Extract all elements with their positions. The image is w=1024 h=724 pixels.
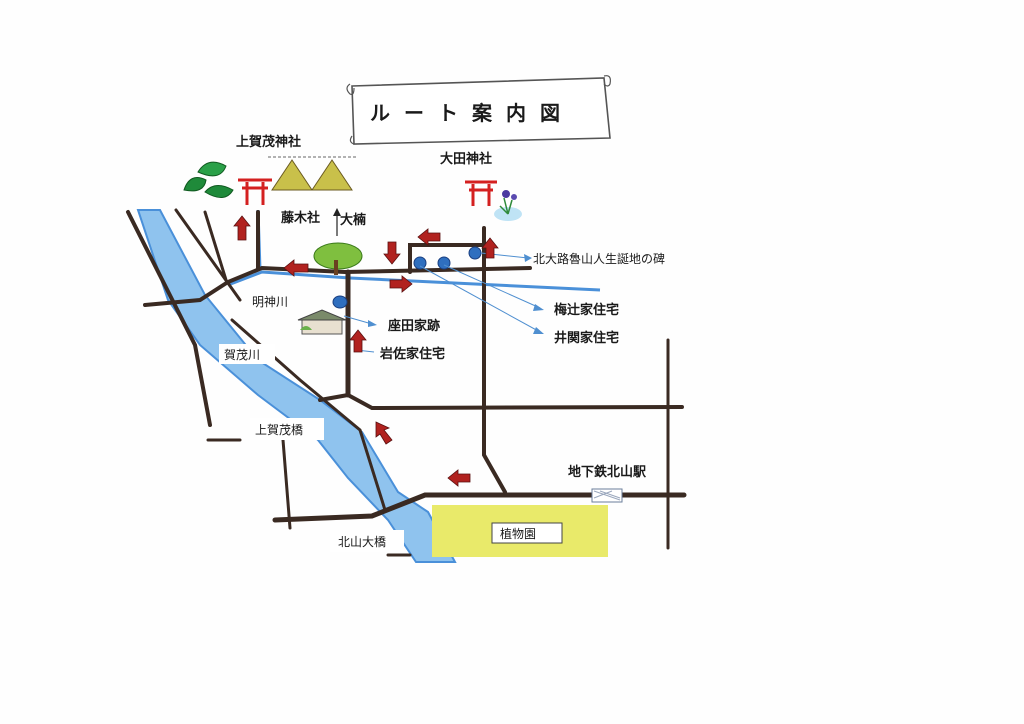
direction-arrow-icon <box>481 237 499 259</box>
kamigamo-shrine: 上賀茂神社 <box>183 134 356 205</box>
rosanjin-monument-label: 北大路魯山人生誕地の碑 <box>533 251 665 266</box>
iris-icon <box>494 190 522 221</box>
umetsuji-house-label: 梅辻家住宅 <box>554 302 619 318</box>
title-banner: ルート案内図 <box>346 75 611 145</box>
ota-shrine-label: 大田神社 <box>440 151 492 167</box>
fujinoki-shrine-label: 藤木社 <box>281 210 320 226</box>
fujinoki-shrine: 藤木社 大楠 <box>281 208 366 275</box>
zata-ruins-label: 座田家跡 <box>387 318 440 334</box>
map-labels: 明神川 賀茂川 上賀茂橋 北山大橋 北大路魯山人生誕地の碑 梅辻家住宅 井関家住… <box>219 251 665 552</box>
direction-arrow-icon <box>389 275 413 293</box>
torii-icon <box>465 180 497 206</box>
kamigamo-bridge-label: 上賀茂橋 <box>255 423 303 437</box>
house-icon <box>297 309 347 335</box>
location-markers <box>332 246 482 309</box>
botanical-garden: 植物園 <box>432 505 608 557</box>
tatesuna-cone-icon <box>268 156 356 191</box>
kitayama-station-label: 地下鉄北山駅 <box>568 464 647 480</box>
aoi-leaf-icon <box>183 161 234 198</box>
direction-arrow-icon <box>383 241 401 265</box>
leader-arrowheads <box>368 254 544 334</box>
location-marker-icon <box>332 295 348 309</box>
botanical-garden-label: 植物園 <box>500 526 536 541</box>
leader-lines <box>343 252 541 353</box>
torii-icon <box>238 178 272 205</box>
direction-arrow-icon <box>349 329 367 353</box>
page-title: ルート案内図 <box>370 101 574 125</box>
kamigamo-shrine-label: 上賀茂神社 <box>236 134 301 150</box>
direction-arrow-icon <box>375 421 393 445</box>
kamo-river-label: 賀茂川 <box>224 348 260 362</box>
kitayama-bridge-label: 北山大橋 <box>338 535 386 549</box>
direction-arrows <box>233 215 499 487</box>
location-marker-icon <box>468 246 482 260</box>
direction-arrow-icon <box>283 259 309 277</box>
iwasa-house-label: 岩佐家住宅 <box>379 346 445 362</box>
ota-shrine: 大田神社 <box>440 151 522 221</box>
location-marker-icon <box>413 256 427 270</box>
izeki-house-label: 井関家住宅 <box>554 330 619 346</box>
kitayama-station: 地下鉄北山駅 <box>568 464 647 503</box>
direction-arrow-icon <box>417 228 441 246</box>
camphor-tree-icon <box>313 242 363 275</box>
direction-arrow-icon <box>233 215 251 241</box>
big-camphor-label: 大楠 <box>340 212 366 228</box>
direction-arrow-icon <box>447 469 471 487</box>
kamo-river <box>136 209 457 563</box>
myojin-river-label: 明神川 <box>252 295 288 309</box>
